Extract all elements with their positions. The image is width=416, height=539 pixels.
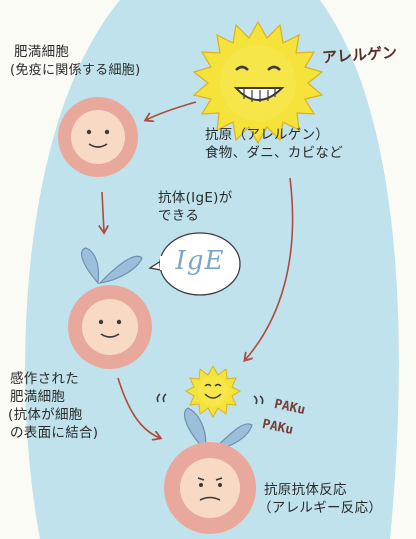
- arrow-sensitized-to-reaction: [117, 377, 160, 438]
- antigen-label-line1: 抗原（アレルゲン）: [205, 127, 330, 143]
- antibody-label-line2: できる: [158, 208, 200, 224]
- sensitized-mast-cell-icon: [68, 285, 152, 369]
- quote-marks-right: [253, 395, 264, 405]
- ige-bubble-text: IgE: [175, 246, 225, 276]
- small-allergen-sun-icon: [184, 364, 242, 419]
- mast-cell-icon: [58, 97, 138, 177]
- arrow-allergen-to-cell: [146, 101, 197, 120]
- antigen-label-line2: 食物、ダニ、カビなど: [205, 145, 343, 161]
- ige-speech-bubble: [148, 232, 241, 296]
- sensitized-label-line4: の表面に結合): [10, 425, 99, 441]
- sensitized-label-line1: 感作された: [10, 371, 79, 387]
- antibody-label-line1: 抗体(IgE)が: [158, 190, 233, 206]
- arrow-cell-to-sensitized: [102, 191, 104, 232]
- sensitized-label-line3: (抗体が細胞: [8, 407, 83, 423]
- reaction-ears-icon: [184, 407, 253, 452]
- sensitized-label-line2: 肥満細胞: [10, 389, 66, 405]
- antibody-ears-icon: [80, 247, 143, 285]
- reaction-label-line2: （アレルギー反応）: [258, 500, 383, 516]
- mast-cell-title: 肥満細胞: [14, 44, 70, 60]
- quote-marks-left: [156, 393, 167, 403]
- arrow-antigen-to-reaction: [245, 177, 294, 360]
- allergen-sun-icon: [192, 20, 324, 145]
- reacting-mast-cell-icon: [164, 442, 256, 534]
- reaction-label-line1: 抗原抗体反応: [264, 482, 347, 498]
- mast-cell-note: (免疫に関係する細胞): [10, 63, 141, 78]
